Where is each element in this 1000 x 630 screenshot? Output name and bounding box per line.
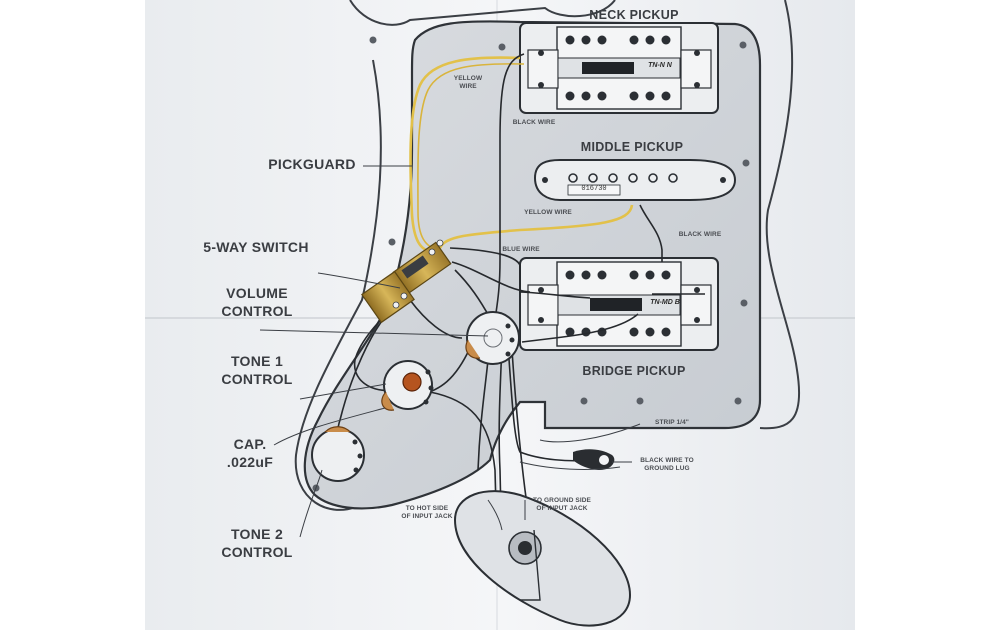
tone1-control-label: TONE 1 CONTROL <box>221 353 293 387</box>
guitar-body-outline <box>294 0 801 511</box>
middle-pickup-serial: 016730 <box>581 185 607 193</box>
five-way-switch <box>361 239 452 324</box>
black-wire-mid-label: BLACK WIRE <box>678 231 722 238</box>
middle-pickup <box>533 159 737 201</box>
yellow-wire-mid-label: YELLOW WIRE <box>524 209 572 216</box>
black-wire-ground-label: BLACK WIRE TO GROUND LUG <box>640 457 694 473</box>
ground-lug <box>573 449 615 470</box>
neck-pickup-label: NECK PICKUP <box>589 8 679 22</box>
yellow-wire-top-label: YELLOW WIRE <box>453 75 483 91</box>
bridge-pickup-label: BRIDGE PICKUP <box>582 364 686 378</box>
bridge-pickup-code: TN-MD B <box>650 299 680 306</box>
tone2-control-label: TONE 2 CONTROL <box>221 526 293 560</box>
tone2-pot <box>311 426 365 482</box>
volume-pot <box>465 311 520 365</box>
strip-label: STRIP 1/4" <box>655 419 689 426</box>
ground-side-label: TO GROUND SIDE OF INPUT JACK <box>533 497 591 513</box>
pickguard-label: PICKGUARD <box>268 156 356 172</box>
bridge-pickup <box>519 257 719 351</box>
tone1-pot <box>381 360 434 411</box>
middle-pickup-label: MIDDLE PICKUP <box>580 140 684 154</box>
yellow-wires <box>409 56 634 254</box>
volume-control-label: VOLUME CONTROL <box>221 285 293 319</box>
pointer-lines <box>259 165 641 538</box>
black-wire-top-label: BLACK WIRE <box>512 119 556 126</box>
input-jack-plate <box>453 490 632 627</box>
five-way-switch-label: 5-WAY SWITCH <box>203 239 309 255</box>
neck-pickup <box>519 22 719 114</box>
hot-side-label: TO HOT SIDE OF INPUT JACK <box>401 505 453 521</box>
neck-pickup-code: TN-N N <box>648 62 672 69</box>
blue-wire-label: BLUE WIRE <box>502 246 540 253</box>
cap-label: CAP. .022uF <box>226 436 274 470</box>
